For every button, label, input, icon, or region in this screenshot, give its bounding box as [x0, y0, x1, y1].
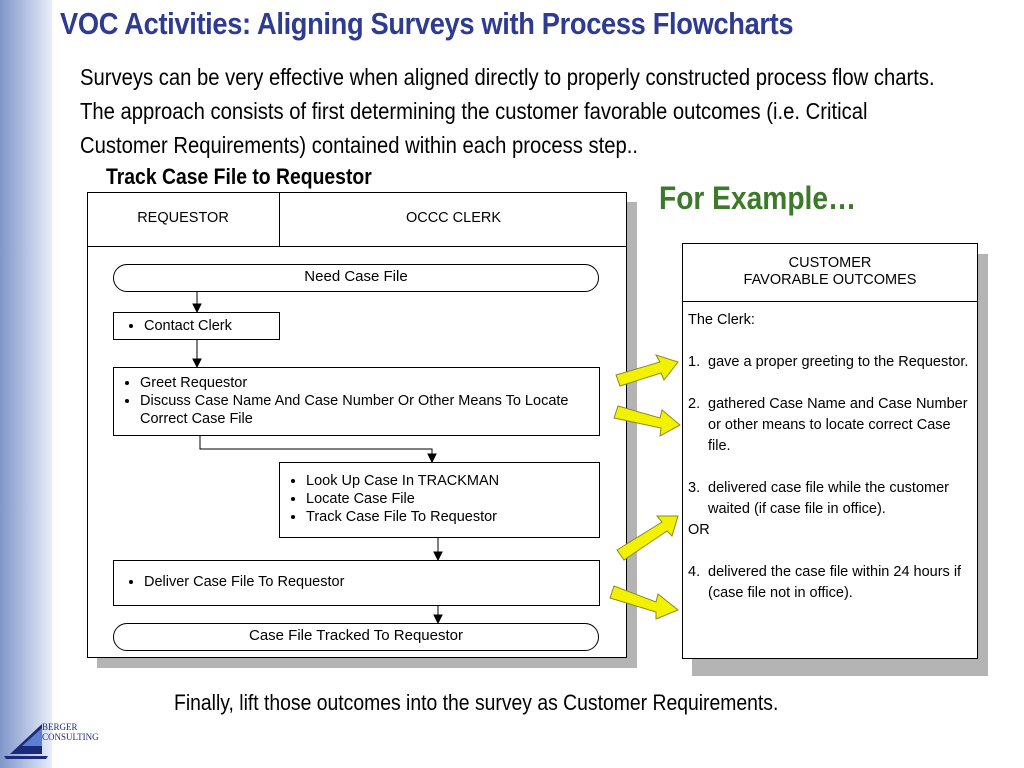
outcomes-intro: The Clerk: — [688, 312, 755, 328]
step-contact-clerk: Contact Clerk — [113, 312, 280, 340]
outcomes-list: The Clerk: 1. gave a proper greeting to … — [688, 310, 973, 604]
logo-text: BERGER CONSULTING — [42, 722, 99, 742]
intro-text: Surveys can be very effective when align… — [80, 64, 935, 158]
arrow-icon — [613, 405, 681, 437]
start-text: Need Case File — [304, 268, 408, 285]
outcomes-panel — [682, 243, 978, 659]
logo-line1: BERGER — [42, 722, 78, 732]
step-greet-discuss: Greet Requestor Discuss Case Name And Ca… — [113, 367, 600, 436]
column-header-clerk: OCCC CLERK — [405, 210, 502, 226]
outcomes-header-divider — [682, 301, 978, 302]
outcome-item-2: 2. gathered Case Name and Case Number or… — [688, 394, 973, 457]
step3-bullet-3: Track Case File To Requestor — [306, 508, 599, 526]
arrow-icon — [609, 585, 679, 620]
outcome-number-2: 2. — [688, 396, 701, 412]
step-deliver: Deliver Case File To Requestor — [113, 560, 600, 606]
outcome-text-1: gave a proper greeting to the Requestor. — [708, 354, 969, 370]
intro-paragraph: Surveys can be very effective when align… — [80, 60, 960, 162]
outcome-text-2: gathered Case Name and Case Number or ot… — [708, 396, 968, 454]
column-divider — [279, 192, 280, 246]
header-divider — [87, 246, 627, 247]
outcome-number-4: 4. — [688, 564, 701, 580]
end-text: Case File Tracked To Requestor — [249, 627, 463, 644]
column-header-requestor: REQUESTOR — [137, 210, 229, 226]
arrow-icon — [616, 515, 679, 561]
outcome-item-1: 1. gave a proper greeting to the Request… — [688, 352, 973, 373]
step-lookup: Look Up Case In TRACKMAN Locate Case Fil… — [279, 462, 600, 538]
footer-text: Finally, lift those outcomes into the su… — [174, 690, 779, 715]
step2-bullet-1: Greet Requestor — [140, 374, 599, 392]
outcome-number-1: 1. — [688, 354, 701, 370]
flowchart-title: Track Case File to Requestor — [106, 164, 372, 189]
step2-bullet-2: Discuss Case Name And Case Number Or Oth… — [140, 392, 599, 428]
outcome-item-4: 4. delivered the case file within 24 hou… — [688, 562, 973, 604]
outcomes-header-line1: CUSTOMER — [788, 255, 872, 271]
step4-bullet: Deliver Case File To Requestor — [144, 573, 599, 591]
start-terminator: Need Case File — [113, 264, 599, 292]
logo-line2: CONSULTING — [42, 732, 99, 742]
outcome-item-3: 3. delivered case file while the custome… — [688, 478, 973, 520]
outcome-text-4: delivered the case file within 24 hours … — [708, 564, 962, 601]
outcome-number-3: 3. — [688, 480, 701, 496]
outcomes-header-line2: FAVORABLE OUTCOMES — [743, 272, 917, 288]
outcome-or: OR — [688, 522, 710, 538]
page-title: VOC Activities: Aligning Surveys with Pr… — [60, 6, 794, 41]
arrow-icon — [615, 354, 679, 387]
example-label: For Example… — [659, 180, 857, 216]
outcome-text-3: delivered case file while the customer w… — [708, 480, 949, 517]
sidebar-band — [0, 0, 52, 768]
step3-bullet-1: Look Up Case In TRACKMAN — [306, 472, 599, 490]
step3-bullet-2: Locate Case File — [306, 490, 599, 508]
berger-consulting-logo-icon — [4, 724, 48, 759]
step1-bullet: Contact Clerk — [144, 317, 279, 335]
outcomes-header: CUSTOMER FAVORABLE OUTCOMES — [682, 255, 978, 289]
end-terminator: Case File Tracked To Requestor — [113, 623, 599, 651]
